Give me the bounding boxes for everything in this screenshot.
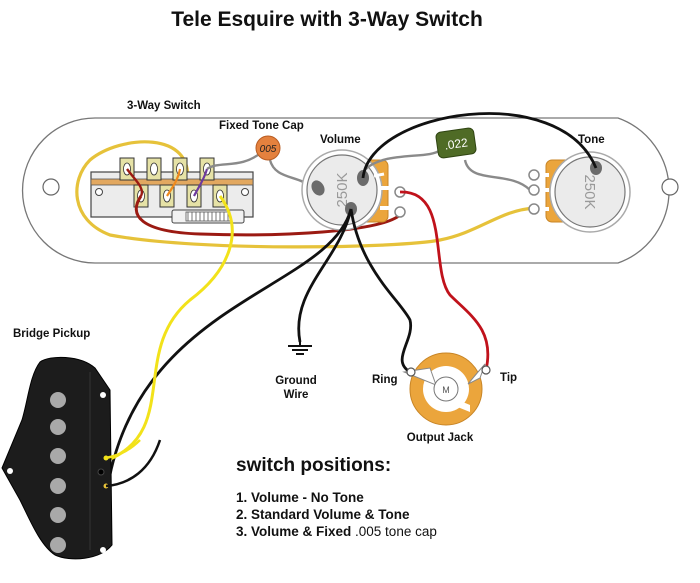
jack-mark: M [442,385,450,395]
switch-position-1: 1. Volume - No Tone [236,490,364,505]
plate-screw-hole-left [42,178,60,196]
fixed-tone-cap-label: Fixed Tone Cap [219,120,304,132]
switch-label: 3-Way Switch [127,100,201,112]
switch-jumper-red [126,168,144,197]
tone-cap-value: .022 [444,135,469,152]
switch-position-3-suffix: .005 tone cap [355,524,437,539]
wire-black-to-pickup [106,208,353,486]
tip-label: Tip [500,372,517,384]
switch-positions-notes: switch positions: 1. Volume - No Tone 2.… [236,455,437,540]
volume-pot: 250K [301,149,406,231]
wire-yellow-pickup-lead [105,439,141,460]
tone-cap: .022 [435,127,477,159]
ground-symbol-icon [288,340,312,355]
plate-screw-hole-right [661,178,679,196]
wire-yellow-pickup-hot [107,195,234,462]
ground-wire-label-1: Ground [275,375,317,387]
wire-gold-loop [75,140,536,249]
wire-red-switch-to-volume [134,195,401,237]
output-jack: M [402,352,491,426]
wire-gray-switch-to-fixed-cap [206,151,263,171]
wire-black-volume-to-tone [361,112,598,179]
fixed-tone-cap: 005 [255,135,281,161]
ground-wire-label-2: Wire [284,389,309,401]
diagram-title: Tele Esquire with 3-Way Switch [171,8,483,31]
output-jack-label: Output Jack [407,432,474,444]
wire-gray-cap-to-tone [463,159,531,191]
volume-pot-value: 250K [334,172,351,207]
tone-pot: 250K [528,151,631,233]
wire-ground [297,208,353,343]
tone-label: Tone [578,134,605,146]
switch-positions-heading: switch positions: [236,455,392,476]
ring-label: Ring [372,374,398,386]
switch-jumper-orange [166,168,182,197]
switch-jumper-purple [193,168,209,197]
fixed-cap-value: 005 [260,144,277,155]
wire-black-to-ring [349,208,413,374]
switch-position-3-text: 3. Volume & Fixed [236,524,356,539]
switch-position-2: 2. Standard Volume & Tone [236,507,410,522]
volume-label: Volume [320,134,361,146]
tone-pot-value: 250K [581,174,598,209]
switch-position-3: 3. Volume & Fixed .005 tone cap [236,523,437,540]
bridge-pickup [1,356,113,560]
wire-gray-volume-to-cap [362,148,441,173]
bridge-pickup-label: Bridge Pickup [13,328,90,340]
wire-black-pickup-lead [105,439,162,488]
wire-red-to-tip [399,190,490,371]
